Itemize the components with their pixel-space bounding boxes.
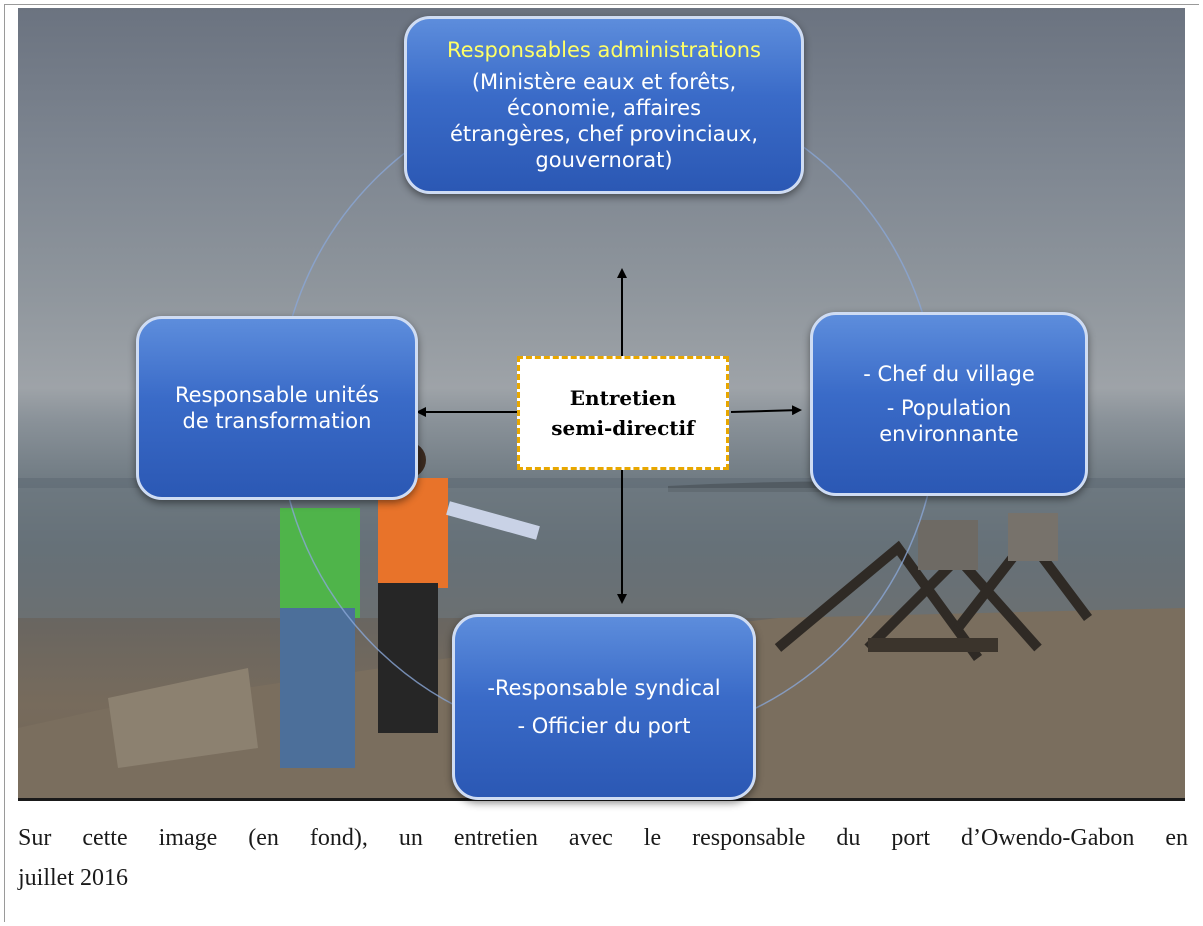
caption-line-1: Sur cette image (en fond), un entretien …	[18, 825, 1188, 851]
node-text-line: Responsable unités	[174, 383, 380, 407]
node-text-line: gouvernorat)	[535, 148, 673, 172]
node-text-line: - Population	[886, 396, 1012, 420]
center-line-2: semi-directif	[551, 416, 695, 440]
node-text-line: économie, affaires	[506, 96, 702, 120]
node-administrations: Responsables administrations (Ministère …	[404, 16, 804, 194]
node-text-line: - Chef du village	[863, 362, 1035, 386]
figure-frame	[4, 4, 1199, 922]
node-text-line: de transformation	[182, 409, 372, 433]
node-text-line: (Ministère eaux et forêts,	[471, 70, 737, 94]
node-transformation: Responsable unités de transformation	[136, 316, 418, 500]
caption-line-2: juillet 2016	[18, 865, 128, 891]
figure-caption: Sur cette image (en fond), un entretien …	[18, 818, 1188, 898]
arrow-right	[730, 405, 802, 416]
node-text-line: - Officier du port	[517, 714, 691, 738]
node-administrations-title: Responsables administrations	[447, 38, 761, 62]
center-line-1: Entretien	[569, 386, 677, 410]
node-port: -Responsable syndical - Officier du port	[452, 614, 756, 800]
node-text-line: environnante	[879, 422, 1019, 446]
node-text-line: étrangères, chef provinciaux,	[449, 122, 759, 146]
node-text-line: -Responsable syndical	[487, 676, 721, 700]
center-interview-box: Entretien semi-directif	[517, 356, 729, 470]
node-village: - Chef du village - Population environna…	[810, 312, 1088, 496]
